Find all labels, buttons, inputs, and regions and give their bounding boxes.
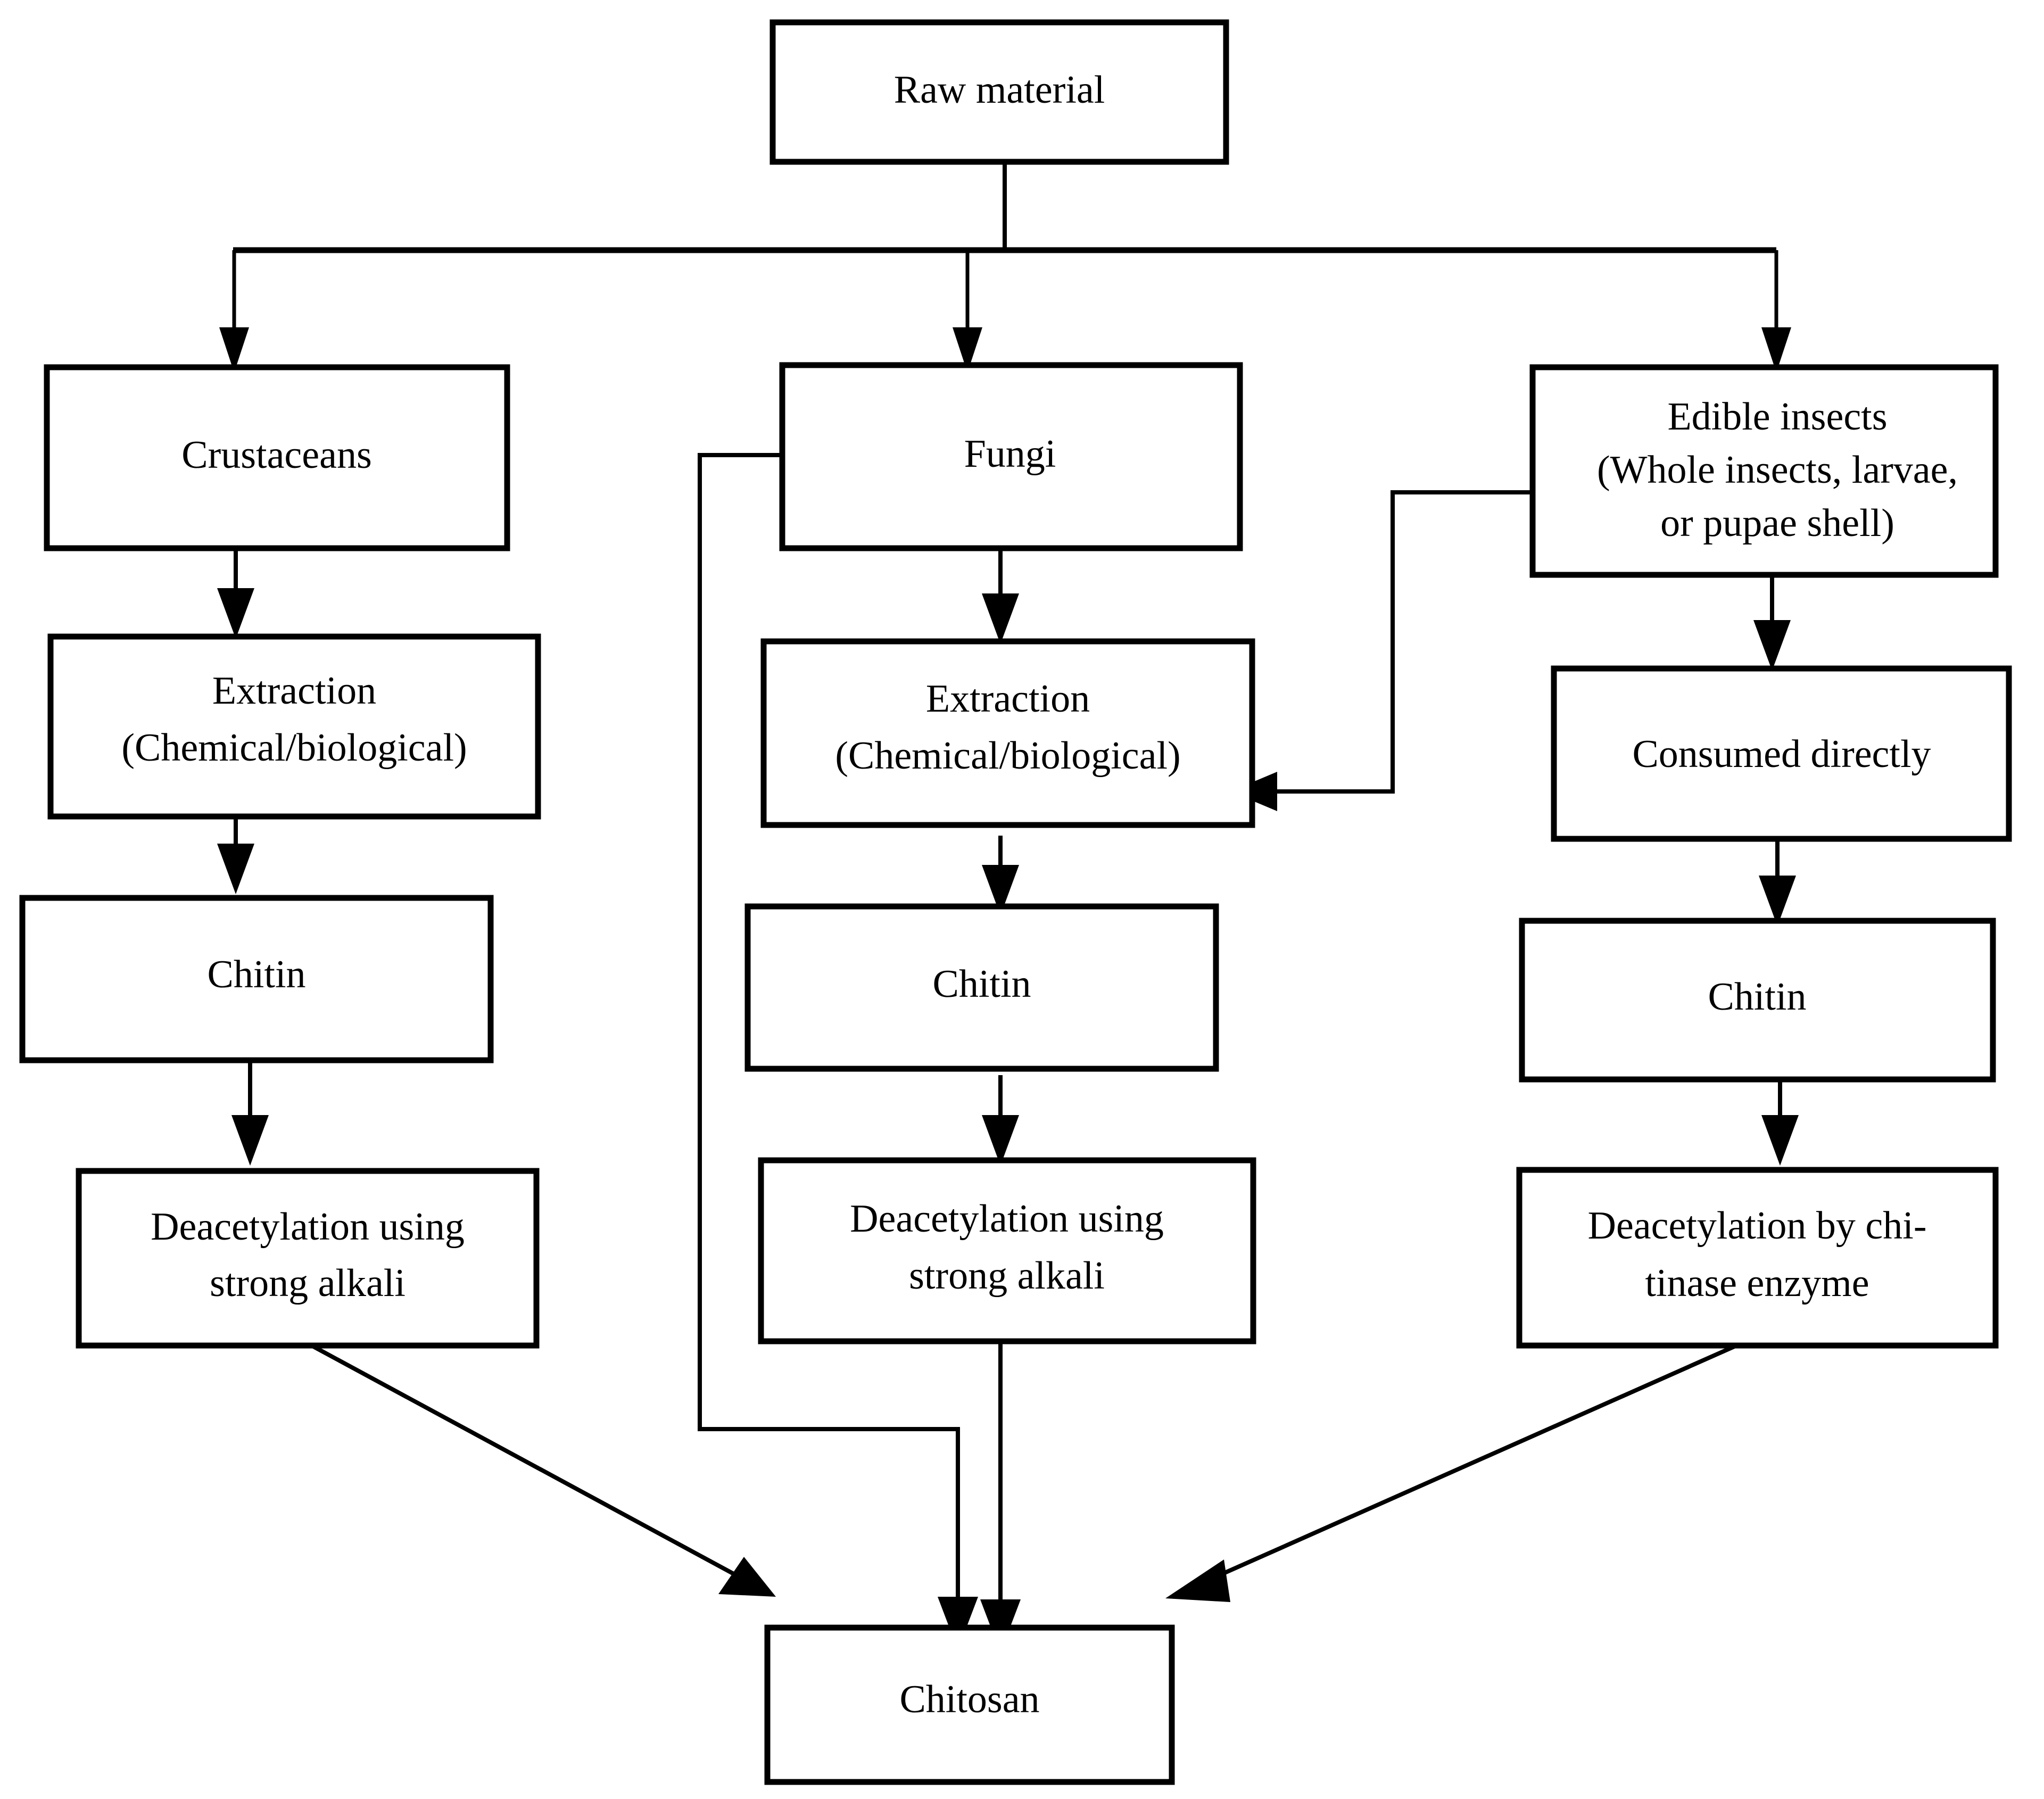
- arrowhead-deacetyl-right-chitosan: [1165, 1559, 1230, 1602]
- node-deacetylation-mid-label-line2: strong alkali: [909, 1254, 1105, 1298]
- edge-insects-to-extraction-mid: [1269, 490, 1533, 794]
- node-fungi-label: Fungi: [964, 432, 1056, 476]
- node-raw-material-label: Raw material: [894, 68, 1105, 112]
- node-chitosan-box: [764, 1624, 1175, 1785]
- node-deacetylation-mid-box: [758, 1157, 1256, 1344]
- arrowhead-chitin-right: [1759, 876, 1796, 926]
- node-raw-material-box: [769, 19, 1229, 165]
- node-crustaceans-label: Crustaceans: [181, 433, 372, 477]
- node-fungi[interactable]: Fungi: [779, 362, 1243, 551]
- node-chitin-left-label: Chitin: [207, 953, 305, 996]
- node-consumed-directly-label: Consumed directly: [1632, 732, 1931, 776]
- node-extraction-mid-label-line2: (Chemical/biological): [835, 734, 1180, 778]
- node-deacetylation-right-label-line2: tinase enzyme: [1645, 1261, 1869, 1305]
- edge-deacetyl-right-to-chitosan: [1197, 1342, 1741, 1587]
- arrowhead-deacetyl-right: [1761, 1115, 1799, 1166]
- node-chitosan-label: Chitosan: [899, 1678, 1039, 1721]
- node-chitosan[interactable]: Chitosan: [764, 1624, 1175, 1785]
- arrowhead-deacetyl-left-chitosan: [718, 1557, 776, 1597]
- node-consumed-directly[interactable]: Consumed directly: [1551, 665, 2012, 842]
- arrowhead-edible-insects: [1761, 327, 1791, 373]
- node-edible-insects-label-line2: (Whole insects, larvae,: [1597, 448, 1958, 492]
- arrowhead-consumed: [1753, 620, 1791, 671]
- node-extraction-mid-label-line1: Extraction: [926, 677, 1090, 721]
- node-edible-insects[interactable]: Edible insects (Whole insects, larvae, o…: [1529, 364, 1999, 578]
- edge-fungi-bypass-to-chitosan: [698, 453, 960, 1618]
- node-edible-insects-label-line3: or pupae shell): [1660, 501, 1894, 545]
- node-crustaceans[interactable]: Crustaceans: [44, 364, 510, 551]
- node-deacetylation-left-label-line1: Deacetylation using: [151, 1205, 465, 1249]
- node-chitin-right-label: Chitin: [1708, 975, 1806, 1019]
- arrowhead-chitin-left: [217, 844, 254, 894]
- node-extraction-left-box: [47, 633, 541, 820]
- node-deacetylation-left-label-line2: strong alkali: [210, 1261, 406, 1305]
- node-deacetylation-right-box: [1516, 1167, 1999, 1349]
- arrowhead-extraction-mid: [982, 593, 1019, 644]
- node-consumed-directly-box: [1551, 665, 2012, 842]
- node-chitin-right[interactable]: Chitin: [1519, 918, 1996, 1083]
- arrowhead-chitin-mid: [982, 865, 1019, 915]
- node-deacetylation-right[interactable]: Deacetylation by chi- tinase enzyme: [1516, 1167, 1999, 1349]
- arrowhead-crustaceans: [219, 327, 249, 373]
- node-edible-insects-box: [1529, 364, 1999, 578]
- node-fungi-box: [779, 362, 1243, 551]
- node-chitin-left[interactable]: Chitin: [19, 895, 494, 1063]
- edges-group: [217, 160, 1799, 1653]
- arrowhead-fungi: [953, 327, 982, 373]
- node-extraction-left-label-line1: Extraction: [212, 669, 376, 713]
- node-deacetylation-left[interactable]: Deacetylation using strong alkali: [76, 1168, 540, 1349]
- node-chitin-left-box: [19, 895, 494, 1063]
- arrowhead-deacetyl-left: [231, 1115, 269, 1166]
- node-chitin-right-box: [1519, 918, 1996, 1083]
- node-chitin-mid-label: Chitin: [932, 962, 1031, 1006]
- node-deacetylation-mid-label-line1: Deacetylation using: [850, 1197, 1164, 1241]
- node-deacetylation-right-label-line1: Deacetylation by chi-: [1588, 1204, 1927, 1248]
- node-extraction-mid[interactable]: Extraction (Chemical/biological): [760, 638, 1255, 828]
- node-crustaceans-box: [44, 364, 510, 551]
- node-deacetylation-left-box: [76, 1168, 540, 1349]
- arrowhead-deacetyl-mid: [982, 1115, 1019, 1166]
- node-chitin-mid-box: [744, 903, 1219, 1072]
- edge-deacetyl-left-to-chitosan: [307, 1341, 752, 1586]
- node-raw-material[interactable]: Raw material: [769, 19, 1229, 165]
- node-extraction-mid-box: [760, 638, 1255, 828]
- node-deacetylation-mid[interactable]: Deacetylation using strong alkali: [758, 1157, 1256, 1344]
- arrowhead-extraction-left: [217, 588, 254, 639]
- arrowhead-fungi-bypass: [938, 1597, 978, 1650]
- node-chitin-mid[interactable]: Chitin: [744, 903, 1219, 1072]
- node-extraction-left-label-line2: (Chemical/biological): [121, 726, 467, 770]
- node-edible-insects-label-line1: Edible insects: [1667, 395, 1887, 439]
- node-extraction-left[interactable]: Extraction (Chemical/biological): [47, 633, 541, 820]
